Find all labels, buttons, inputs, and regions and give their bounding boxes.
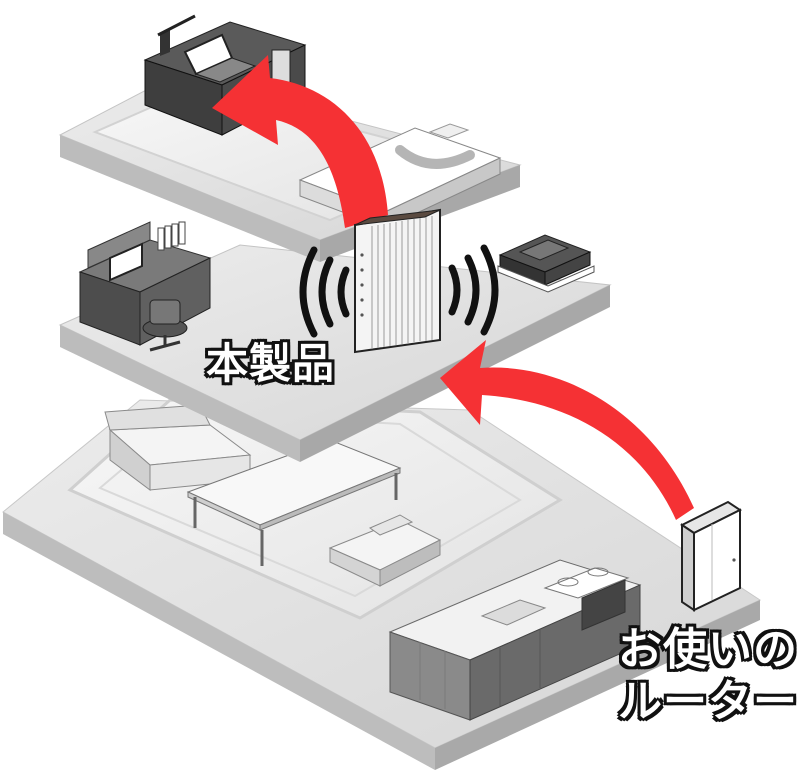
router-label-line2: ルーター [618,676,798,727]
kitchen-counter [388,559,642,721]
router-label: お使いの ルーター [618,624,798,728]
floor-1-living-kitchen [2,398,762,770]
arrow-to-top-floor [212,55,388,228]
coffee-table [186,439,402,566]
floor-3-bedroom [58,14,522,262]
product-label: 本製品 [206,339,336,388]
router-label-line1: お使いの [618,624,798,675]
printer [497,234,595,293]
signal-arrows [212,55,694,520]
wifi-waves-icon [299,244,499,338]
office-chair [142,299,188,352]
product-device [354,208,441,354]
router-device [680,500,742,612]
arrow-to-middle-floor [440,340,694,520]
office-desk [78,221,212,346]
armchair-right [328,514,442,587]
